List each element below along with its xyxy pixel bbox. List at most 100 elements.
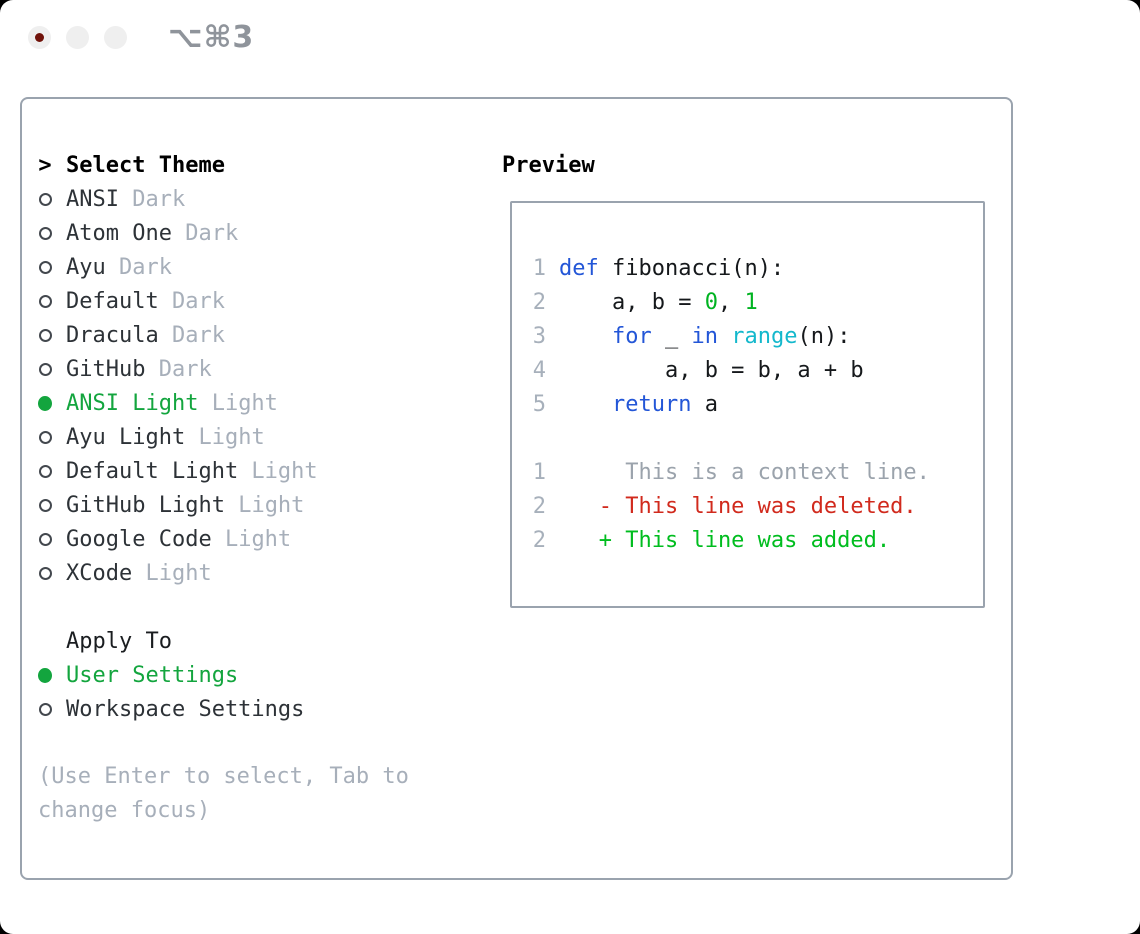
theme-option[interactable]: Google Code Light [38,522,478,556]
code-line: 1 def fibonacci(n): [512,251,983,285]
diff-line-content: - This line was deleted. [559,493,917,519]
apply-option[interactable]: Workspace Settings [38,692,478,726]
code-line-content: def fibonacci(n): [559,255,785,281]
theme-option[interactable]: ANSI Dark [38,182,478,216]
line-number: 2 [532,527,546,553]
diff-line: 2 - This line was deleted. [512,489,983,523]
apply-option-label: Workspace Settings [66,696,305,722]
hint-text: (Use Enter to select, Tab to change focu… [38,764,409,823]
radio-icon [38,566,52,580]
theme-variant-label: Light [211,526,292,552]
theme-variant-label: Light [224,492,305,518]
code-line-content: return a [611,391,718,417]
theme-option[interactable]: ANSI Light Light [38,386,478,420]
line-number: 3 [532,323,546,349]
theme-variant-label: Light [238,458,318,484]
theme-option[interactable]: Default Light Light [38,454,478,488]
theme-option[interactable]: Dracula Dark [38,318,478,352]
code-line: 2 a, b = 0, 1 [512,285,983,319]
theme-variant-label: Dark [158,322,225,348]
radio-icon [38,362,52,376]
theme-variant-label: Dark [158,288,225,314]
theme-option[interactable]: Atom One Dark [38,216,478,250]
diff-line: 1 This is a context line. [512,455,983,489]
apply-to-header: Apply To [38,624,478,658]
theme-option-label: Ayu [66,254,106,280]
theme-variant-label: Light [185,424,265,450]
theme-variant-label: Light [198,390,278,416]
window-title: ⌥⌘3 [168,20,255,55]
theme-option[interactable]: Ayu Dark [38,250,478,284]
spacer [38,726,478,760]
line-number: 4 [532,357,546,383]
apply-option[interactable]: User Settings [38,658,478,692]
line-number: 1 [532,459,546,485]
radio-icon [38,294,52,308]
theme-option-label: Default Light [66,458,239,484]
theme-variant-label: Dark [118,186,186,212]
radio-icon [38,192,52,206]
theme-option[interactable]: Ayu Light Light [38,420,478,454]
theme-option-label: GitHub Light [66,492,225,518]
radio-icon [38,532,52,546]
apply-to-header-label: Apply To [66,628,172,654]
apply-option-label: User Settings [66,662,239,688]
selected-radio-icon [38,667,52,683]
spacer [512,421,983,455]
radio-icon [38,328,52,342]
theme-option[interactable]: Default Dark [38,284,478,318]
theme-variant-label: Dark [105,254,172,280]
radio-icon [38,498,52,512]
spacer [38,590,478,624]
line-number: 2 [532,493,546,519]
titlebar: ⌥⌘3 [0,0,1140,74]
theme-option-label: Ayu Light [66,424,186,450]
theme-variant-label: Light [132,560,212,586]
radio-icon [38,226,52,240]
code-line-content: a, b = 0, 1 [559,289,758,315]
code-line: 5 return a [512,387,983,421]
cursor-icon: > [38,152,52,178]
minimize-button[interactable] [66,26,89,49]
theme-option[interactable]: GitHub Dark [38,352,478,386]
code-line: 4 a, b = b, a + b [512,353,983,387]
theme-option-label: Atom One [66,220,172,246]
theme-option-label: Default [66,288,159,314]
theme-option[interactable]: XCode Light [38,556,478,590]
radio-icon [38,430,52,444]
line-number: 1 [532,255,546,281]
code-line-content: a, b = b, a + b [559,357,864,383]
theme-option-label: Google Code [66,526,212,552]
theme-option-label: ANSI [66,186,119,212]
select-theme-header: > Select Theme [38,148,478,182]
radio-icon [38,702,52,716]
diff-line: 2 + This line was added. [512,523,983,557]
code-line-content: for _ in range(n): [611,323,851,349]
selected-radio-icon [38,395,52,411]
code-line: 3 for _ in range(n): [512,319,983,353]
theme-option-label: Dracula [66,322,159,348]
theme-option[interactable]: GitHub Light Light [38,488,478,522]
radio-icon [38,464,52,478]
theme-option-label: XCode [66,560,133,586]
line-number: 2 [532,289,546,315]
select-theme-header-label: Select Theme [66,152,225,178]
theme-option-label: GitHub [66,356,146,382]
close-button[interactable] [28,26,51,49]
line-number: 5 [532,391,546,417]
diff-line-content: This is a context line. [559,459,930,485]
theme-option-label: ANSI Light [66,390,199,416]
diff-lines: 1 This is a context line.2 - This line w… [512,455,983,557]
zoom-button[interactable] [104,26,127,49]
radio-icon [38,260,52,274]
theme-variant-label: Dark [171,220,239,246]
preview-header: Preview [502,152,595,178]
